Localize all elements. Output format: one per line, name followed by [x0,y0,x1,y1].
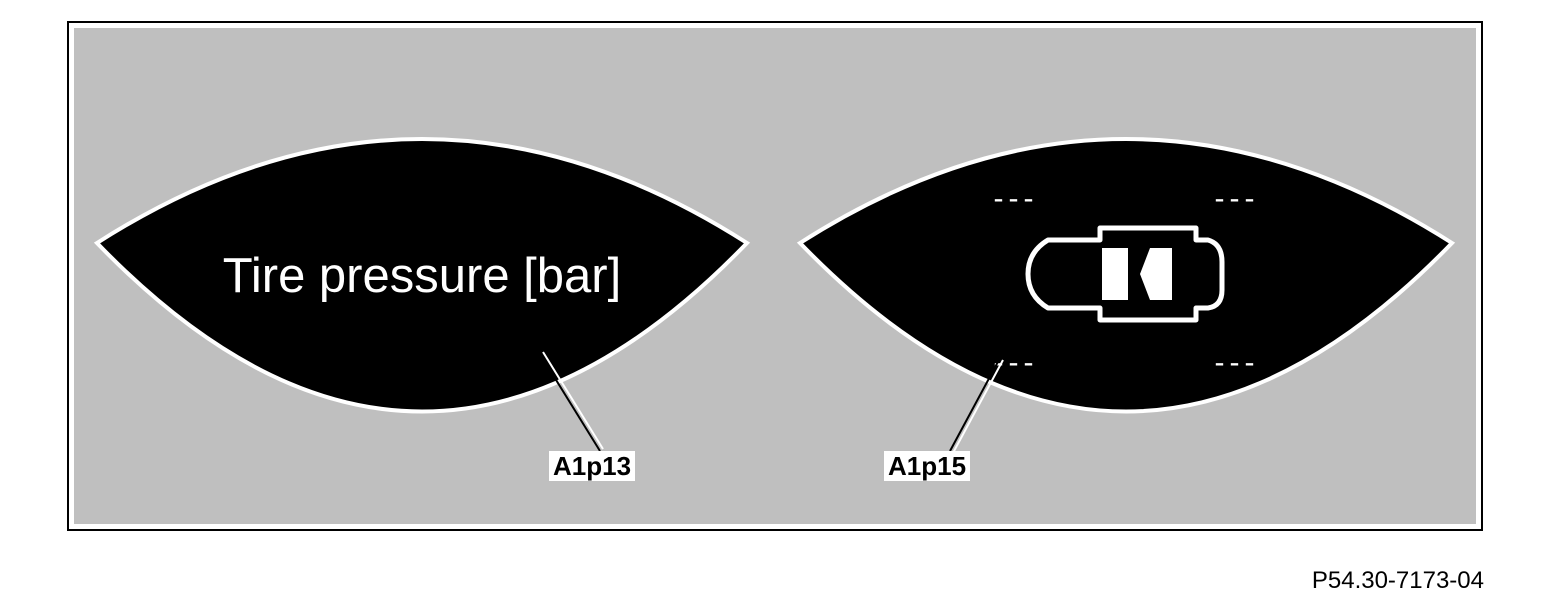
car-top-view-icon [1025,225,1225,323]
wheel-readout-front-left: --- [994,182,1039,215]
leader-line-a1p15 [949,357,1001,452]
wheel-readout-rear-right: --- [1215,346,1260,379]
wheel-readout-front-right: --- [1215,182,1260,215]
figure-reference-code: P54.30-7173-04 [1311,567,1484,594]
leader-line-a1p15-halo [952,359,1004,454]
callout-label-a1p13: A1p13 [549,451,636,481]
wheel-readout-rear-left: --- [994,346,1039,379]
car-rear-window-icon [1140,248,1172,300]
leader-line-a1p13-halo [542,351,604,450]
leader-line-a1p13 [539,353,601,452]
left-display-text: Tire pressure [bar] [223,249,621,303]
car-windshield-icon [1102,248,1128,300]
callout-label-a1p15: A1p15 [884,451,971,481]
left-display [93,137,751,414]
